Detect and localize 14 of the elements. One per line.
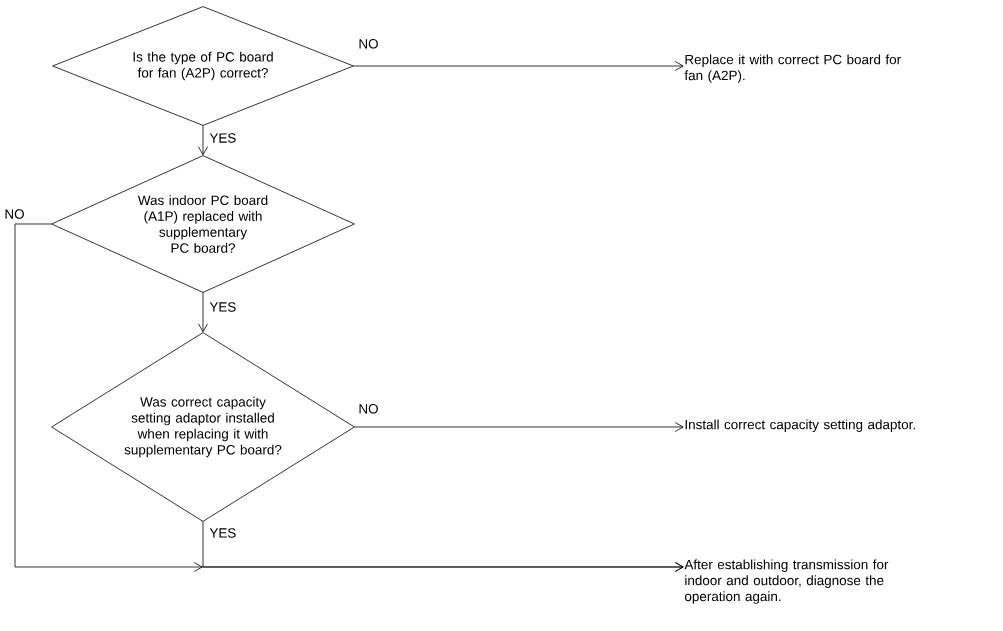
result-text: Replace it with correct PC board for fan (A2P). [684, 54, 901, 83]
edge-label: NO [3, 208, 26, 220]
edge-label: NO [357, 403, 380, 415]
arrow [193, 521, 684, 572]
arrow [353, 61, 684, 71]
edge-label: YES [208, 301, 238, 313]
edge-label: YES [208, 132, 238, 144]
result-text: Install correct capacity setting adaptor. [685, 419, 915, 432]
arrow [198, 125, 208, 156]
arrow [198, 292, 208, 333]
edge-label: NO [357, 38, 380, 50]
result-text: After establishing transmission for indoor and outdoor, diagnose the operation again. [684, 559, 889, 604]
arrow [354, 422, 684, 432]
edge-label: YES [208, 527, 238, 539]
